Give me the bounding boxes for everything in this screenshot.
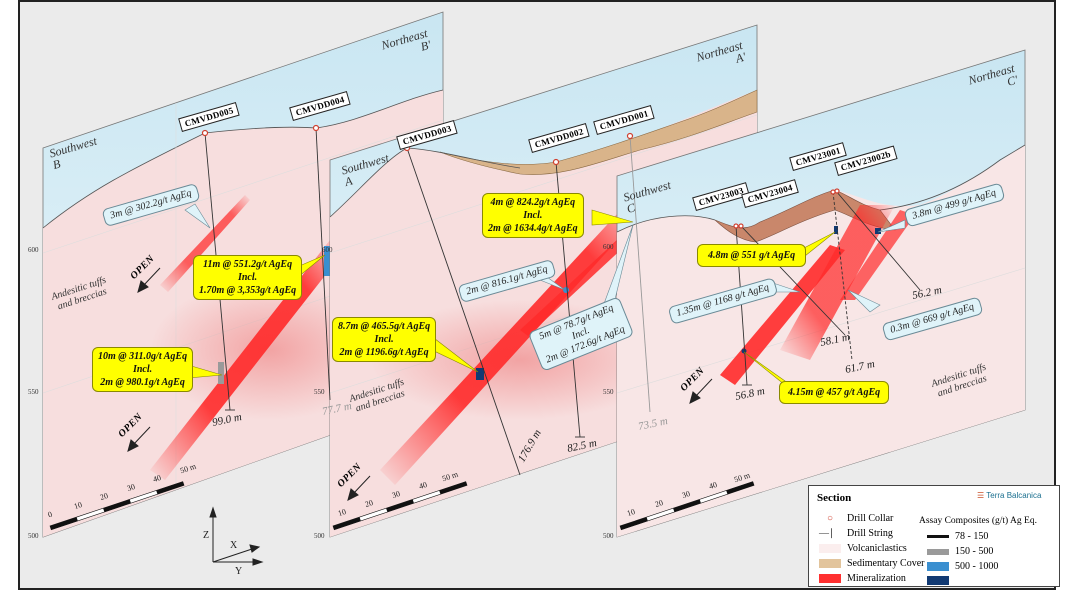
elevation-label: 600 <box>28 246 39 254</box>
legend-item-sedimentary-cover: Sedimentary Cover <box>819 558 924 569</box>
swatch <box>927 576 949 585</box>
drill-string-icon: —∣ <box>819 528 834 539</box>
axis-triad <box>209 506 264 566</box>
legend: Section ☰ Terra Balcanica ○Drill Collar … <box>808 485 1060 587</box>
company-logo: ☰ Terra Balcanica <box>977 491 1042 500</box>
collar-icon: ○ <box>826 513 834 524</box>
legend-item-drill-collar: ○Drill Collar <box>819 513 893 524</box>
swatch <box>927 562 949 571</box>
legend-item-volcaniclastics: Volcaniclastics <box>819 543 907 554</box>
assay-legend-title: Assay Composites (g/t) Ag Eq. <box>919 516 1037 526</box>
elevation-label: 600 <box>322 246 333 254</box>
assay-item <box>927 576 949 585</box>
open-arrows <box>127 267 713 501</box>
axis-z-label: Z <box>203 530 210 541</box>
assay-item: 500 - 1000 <box>927 561 998 572</box>
elevation-label: 550 <box>603 388 614 396</box>
swatch <box>819 559 841 568</box>
legend-item-mineralization: Mineralization <box>819 573 906 584</box>
swatch <box>927 548 949 555</box>
assay-interval <box>218 362 224 384</box>
scale-bars <box>49 481 755 531</box>
elevation-label: 600 <box>603 243 614 251</box>
swatch <box>819 574 841 583</box>
assay-callout: 4.15m @ 457 g/t AgEq <box>779 381 890 404</box>
assay-item: 150 - 500 <box>927 546 993 557</box>
swatch <box>819 544 841 553</box>
assay-item: 78 - 150 <box>927 531 988 542</box>
assay-interval <box>324 246 331 276</box>
elevation-label: 550 <box>314 388 325 396</box>
assay-callout: 4.8m @ 551 g/t AgEq <box>697 244 807 267</box>
elevation-label: 500 <box>28 532 39 540</box>
elevation-label: 550 <box>28 388 39 396</box>
axis-x-label: X <box>230 540 238 551</box>
elevation-label: 500 <box>603 532 614 540</box>
section-c-panel <box>616 49 1026 538</box>
elevation-label: 500 <box>314 532 325 540</box>
legend-title: Section <box>817 492 852 504</box>
swatch <box>927 535 949 538</box>
axis-y-label: Y <box>235 566 243 577</box>
legend-item-drill-string: —∣Drill String <box>819 528 893 539</box>
callout-pointers <box>187 209 836 389</box>
assay-interval <box>476 368 484 380</box>
